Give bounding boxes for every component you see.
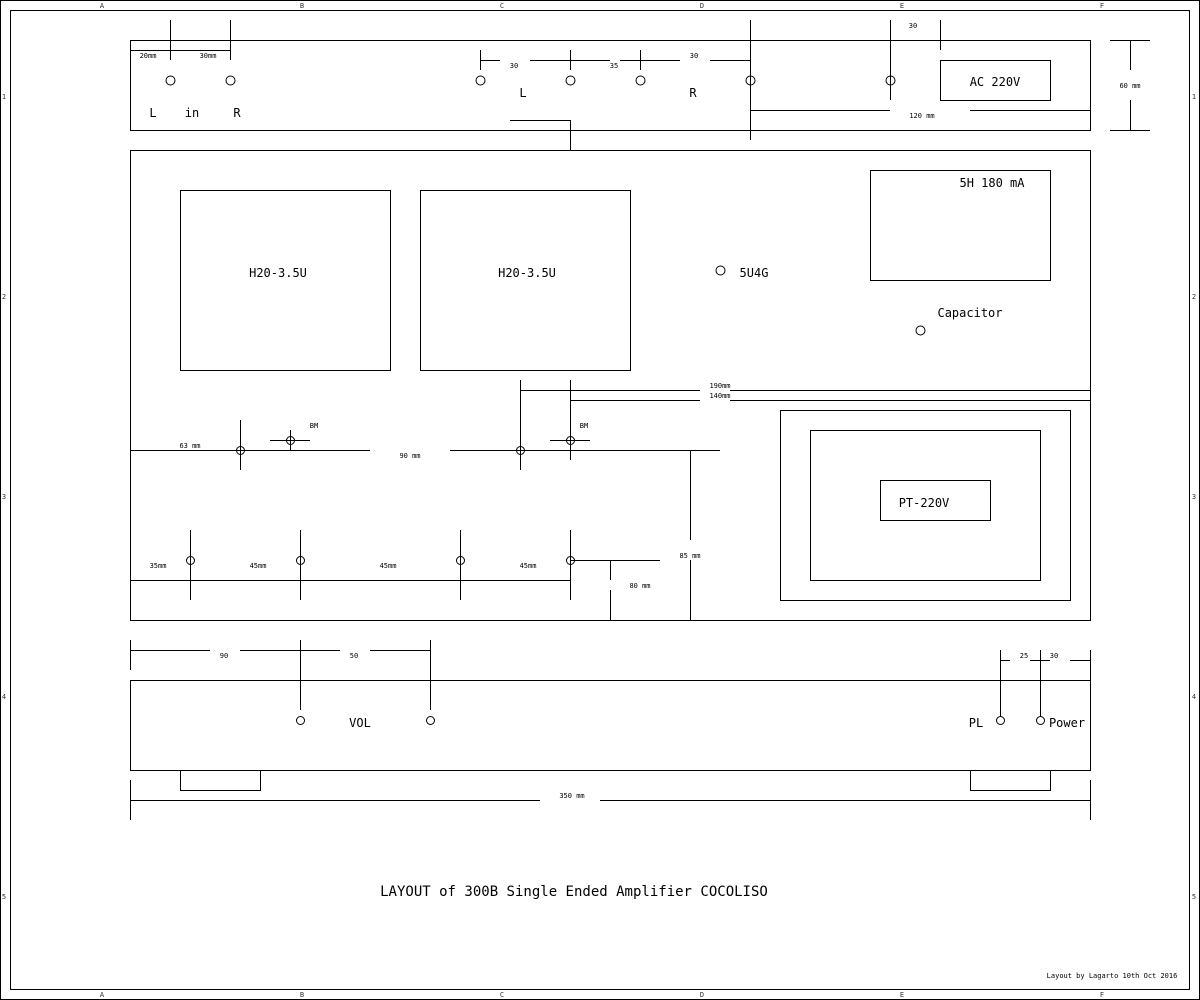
col-e-bottom: E [900,991,904,999]
power-transformer-label: PT-220V [899,496,950,510]
row-1: 1 [2,93,6,101]
dim-in-spacing: 30mm [200,52,217,60]
drawing-title: LAYOUT of 300B Single Ended Amplifier CO… [380,884,768,900]
rectifier-label: 5U4G [740,266,769,280]
row-1-right: 1 [1192,93,1196,101]
pilot-lamp-label: PL [969,716,983,730]
foot-left [180,770,261,791]
dim-in-left: 20mm [140,52,157,60]
dim-out-a: 30 [510,62,518,70]
dim-120: 120 mm [909,112,934,120]
driver-tube-socket [186,556,195,565]
dim-140: 140mm [709,392,730,400]
power-label: Power [1049,716,1085,730]
dim-80: 80 mm [629,582,650,590]
output-transformer-right [420,190,631,371]
capacitor [915,325,926,336]
input-label-l: L [149,106,156,120]
row-2: 2 [2,293,6,301]
dim-45: 45mm [520,562,537,570]
col-c-bottom: C [500,991,504,999]
output-label-l: L [519,86,526,100]
power-transformer-outer [780,410,1071,601]
rectifier-socket [715,265,726,276]
driver-tube-socket [296,556,305,565]
row-5-right: 5 [1192,893,1196,901]
column-markers: A B C D E F A B C D E F [100,2,1104,999]
col-e: E [900,2,904,10]
dim-front-50: 50 [350,652,358,660]
driver-tube-socket [456,556,465,565]
col-b: B [300,2,304,10]
choke-label: 5H 180 mA [959,176,1025,190]
bm-label-right: BM [580,422,588,430]
selector-knob [426,716,435,725]
tube-socket-300b-right [516,446,525,455]
row-2-right: 2 [1192,293,1196,301]
output-transformer-left [180,190,391,371]
col-f-bottom: F [1100,991,1104,999]
dim-30: 30 [1050,652,1058,660]
row-4: 4 [2,693,6,701]
speaker-terminal [475,75,486,86]
row-3-right: 3 [1192,493,1196,501]
ac-socket [940,60,1051,101]
power-switch [1036,716,1045,725]
col-d-bottom: D [700,991,704,999]
col-c: C [500,2,504,10]
dim-60: 60 mm [1119,82,1140,90]
dim-45: 45mm [250,562,267,570]
dim-85: 85 mm [679,552,700,560]
author-credit: Layout by Lagarto 10th Oct 2016 [1047,972,1178,980]
dim-35: 35mm [150,562,167,570]
volume-knob [296,716,305,725]
tube-socket-300b-left [236,446,245,455]
foot-right [970,770,1051,791]
power-transformer-inner [810,430,1041,581]
col-d: D [700,2,704,10]
dim-front-90: 90 [220,652,228,660]
bm-label-left: BM [310,422,318,430]
dim-45: 45mm [380,562,397,570]
input-label-in: in [185,106,199,120]
input-jack-right [225,75,236,86]
dim-ac-offset: 30 [909,22,917,30]
row-3: 3 [2,493,6,501]
pilot-lamp [996,716,1005,725]
dim-190: 190mm [709,382,730,390]
choke [870,170,1051,281]
bias-meter-right [566,436,575,445]
row-markers: 1 2 3 4 5 1 2 3 4 5 [2,93,1196,901]
chassis-top: H20-3.5U H20-3.5U 5U4G 5H 180 mA Capacit… [130,150,1091,621]
power-transformer [880,480,991,521]
dim-out-c: 30 [690,52,698,60]
fuse-holder [885,75,896,86]
bias-meter-left [286,436,295,445]
front-panel: 90 50 VOL PL Power 25 30 350 mm [130,640,1091,820]
dim-90mm: 90 mm [399,452,420,460]
speaker-terminal [635,75,646,86]
output-transformer-left-label: H20-3.5U [249,266,307,280]
row-5: 5 [2,893,6,901]
col-a: A [100,2,105,10]
ac-socket-label: AC 220V [970,75,1021,89]
col-f: F [1100,2,1104,10]
dim-25: 25 [1020,652,1028,660]
input-label-r: R [233,106,241,120]
dim-350: 350 mm [559,792,584,800]
dim-out-b: 35 [610,62,618,70]
vol-label: VOL [349,716,371,730]
col-a-bottom: A [100,991,105,999]
inner-frame [10,10,1190,990]
col-b-bottom: B [300,991,304,999]
dim-63: 63 mm [179,442,200,450]
rear-panel: 20mm 30mm L in R 30 35 30 L R 30 120 mm … [130,20,1150,150]
output-transformer-right-label: H20-3.5U [498,266,556,280]
speaker-terminal [565,75,576,86]
input-jack-left [165,75,176,86]
capacitor-label: Capacitor [937,306,1002,320]
output-label-r: R [689,86,697,100]
row-4-right: 4 [1192,693,1196,701]
